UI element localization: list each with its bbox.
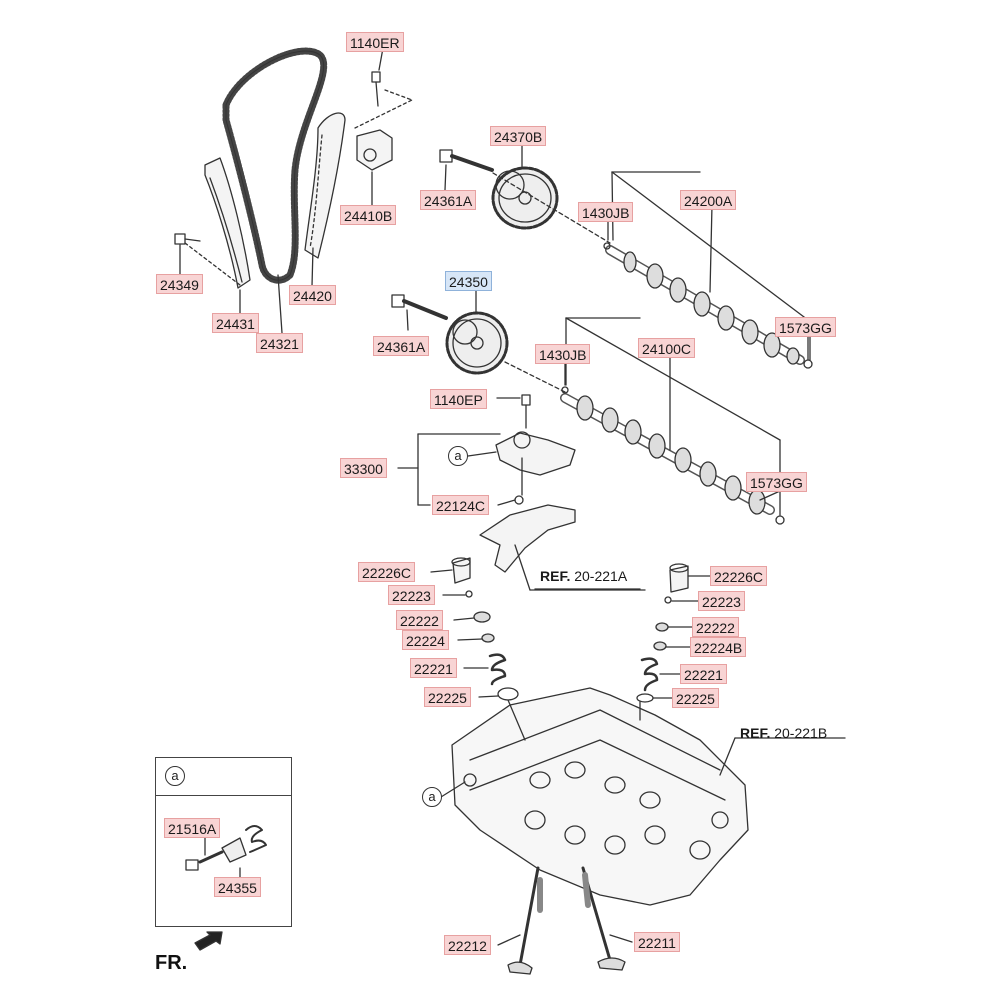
ref-prefix: REF. (540, 568, 571, 584)
part-label-24431[interactable]: 24431 (212, 313, 259, 333)
part-label-22226C-left[interactable]: 22226C (358, 562, 416, 582)
part-label-24350[interactable]: 24350 (445, 271, 492, 291)
ref-number: 20-221B (774, 725, 828, 741)
part-label-22124C[interactable]: 22124C (432, 495, 490, 515)
part-label-24321[interactable]: 24321 (256, 333, 303, 353)
part-label-22223-left[interactable]: 22223 (388, 585, 435, 605)
camshaft-lower (560, 386, 785, 525)
oil-control-valve-assy (467, 394, 576, 505)
part-label-1140EP[interactable]: 1140EP (430, 389, 487, 409)
bracket-33300 (397, 433, 516, 506)
part-label-22224B-right[interactable]: 22224B (690, 637, 747, 657)
tensioner-24410B (354, 71, 413, 206)
part-label-1573GG-upper[interactable]: 1573GG (775, 317, 836, 337)
part-label-1573GG-lower[interactable]: 1573GG (746, 472, 807, 492)
ref-prefix: REF. (740, 725, 771, 741)
part-label-21516A[interactable]: 21516A (164, 818, 221, 838)
leader-lines (179, 47, 811, 501)
part-label-24100C[interactable]: 24100C (638, 338, 696, 358)
part-label-24410B[interactable]: 24410B (340, 205, 397, 225)
cam-bracket (479, 504, 646, 591)
part-label-24361A-upper[interactable]: 24361A (420, 190, 477, 210)
sprocket-bolt-upper (439, 149, 611, 244)
sprocket-bolt-lower (391, 294, 566, 393)
timing-chain (222, 47, 328, 284)
part-label-22221-right[interactable]: 22221 (680, 664, 727, 684)
part-label-22222-left[interactable]: 22222 (396, 610, 443, 630)
ref-number: 20-221A (574, 568, 628, 584)
tensioner-arm (304, 112, 346, 259)
valve-train-right (636, 563, 711, 703)
valve-train-left (430, 557, 519, 701)
part-label-22226C-right[interactable]: 22226C (710, 566, 768, 586)
part-label-24200A[interactable]: 24200A (680, 190, 737, 210)
front-direction-label: FR. (155, 952, 188, 974)
inset-box (155, 757, 292, 927)
part-label-1140ER[interactable]: 1140ER (346, 32, 404, 52)
part-label-22212[interactable]: 22212 (444, 935, 491, 955)
part-label-24349[interactable]: 24349 (156, 274, 203, 294)
camshaft-sprocket-upper (491, 166, 559, 230)
ref-20-221A[interactable]: REF. 20-221A (540, 568, 627, 584)
valves (497, 866, 633, 975)
part-label-1430JB-upper[interactable]: 1430JB (578, 202, 634, 222)
inset-divider (155, 795, 292, 796)
bolt-24349 (174, 233, 241, 286)
part-label-24361A-lower[interactable]: 24361A (373, 336, 430, 356)
chain-guide-left (204, 157, 251, 289)
part-label-1430JB-lower[interactable]: 1430JB (535, 344, 591, 364)
part-label-22222-right[interactable]: 22222 (692, 617, 739, 637)
part-label-33300[interactable]: 33300 (340, 458, 387, 478)
part-label-22225-right[interactable]: 22225 (672, 688, 719, 708)
part-label-24370B[interactable]: 24370B (490, 126, 547, 146)
camshaft-upper (603, 242, 813, 369)
part-label-22225-left[interactable]: 22225 (424, 687, 471, 707)
cylinder-head (440, 687, 846, 906)
ref-20-221B[interactable]: REF. 20-221B (740, 725, 827, 741)
callout-a-valve[interactable]: a (448, 446, 468, 466)
part-label-22224-left[interactable]: 22224 (402, 630, 449, 650)
part-label-22223-right[interactable]: 22223 (698, 591, 745, 611)
front-arrow-icon (194, 931, 223, 951)
callout-a-inset: a (165, 766, 185, 786)
part-label-22211[interactable]: 22211 (634, 932, 680, 952)
callout-a-head[interactable]: a (422, 787, 442, 807)
part-label-24420[interactable]: 24420 (289, 285, 336, 305)
part-label-22221-left[interactable]: 22221 (410, 658, 457, 678)
part-label-24355[interactable]: 24355 (214, 877, 261, 897)
camshaft-sprocket-lower (445, 289, 509, 375)
